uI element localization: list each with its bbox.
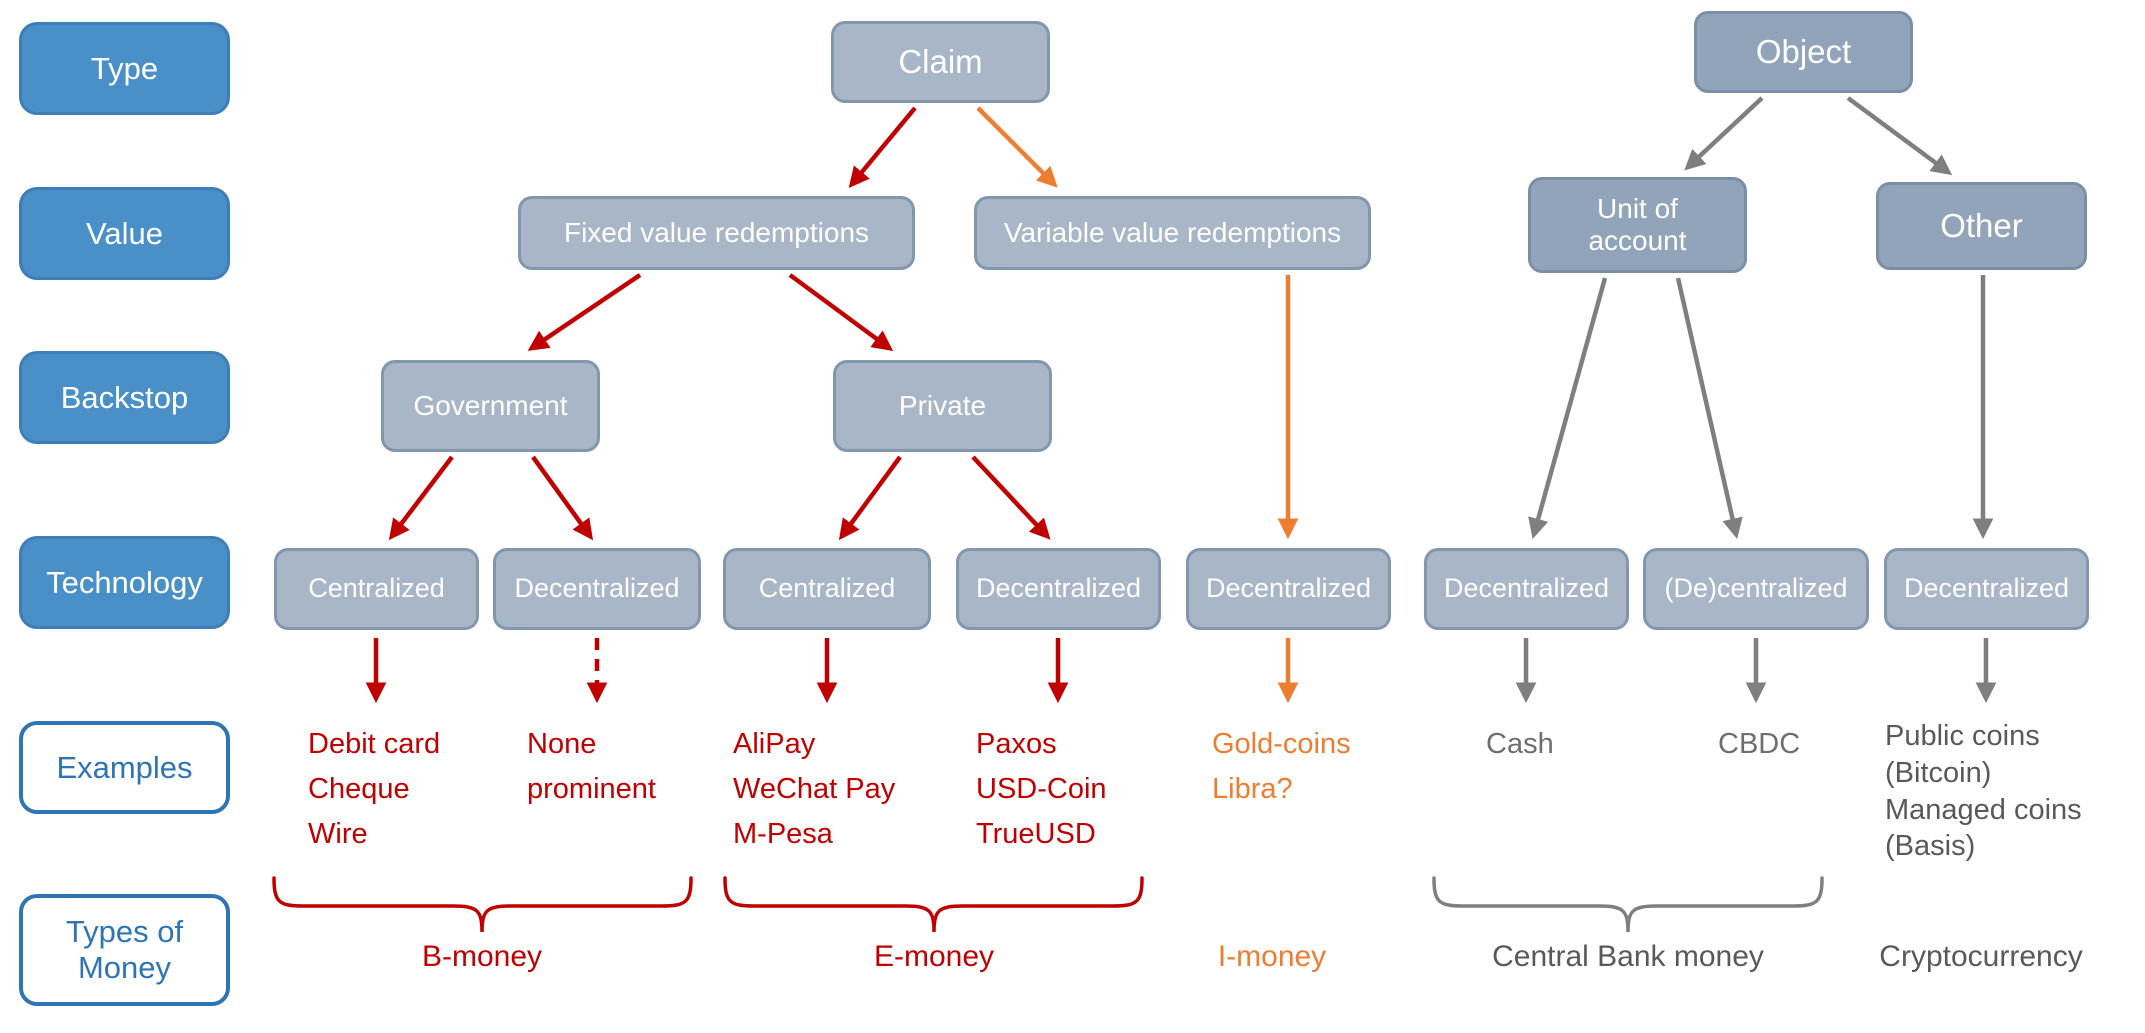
arrow-fixed-to-private	[788, 273, 894, 352]
row-label-types-of-money-text: Types of Money	[65, 914, 184, 985]
arrow-object-to-other	[1846, 96, 1953, 176]
node-private: Private	[833, 360, 1052, 452]
arrow-uoa-to-decentralized	[1528, 277, 1608, 539]
node-variable-value-redemptions: Variable value redemptions	[974, 196, 1371, 270]
brace-central-bank-money	[1432, 876, 1824, 933]
row-label-value-text: Value	[86, 215, 163, 251]
money-type-central-bank-money: Central Bank money	[1492, 940, 1764, 973]
node-tech-priv-centralized: Centralized	[723, 548, 931, 630]
arrow-private-to-decentralized	[971, 455, 1051, 540]
row-label-backstop-text: Backstop	[60, 379, 189, 415]
examples-cash: Cash	[1486, 728, 1554, 760]
row-label-examples-text: Examples	[56, 749, 193, 785]
arrow-uoa-to-de-centralized	[1675, 277, 1743, 540]
examples-public-managed-coins: Public coins (Bitcoin) Managed coins (Ba…	[1885, 720, 2082, 863]
node-tech-other-decentralized-text: Decentralized	[1903, 573, 2070, 604]
node-tech-gov-centralized-text: Centralized	[308, 573, 445, 604]
node-tech-uoa-de-centralized: (De)centralized	[1643, 548, 1869, 630]
node-tech-priv-decentralized-text: Decentralized	[975, 573, 1142, 604]
examples-goldcoins-libra: Gold-coins Libra?	[1212, 728, 1351, 805]
node-other: Other	[1876, 182, 2087, 270]
node-tech-variable-decentralized-text: Decentralized	[1205, 573, 1372, 604]
node-tech-uoa-de-centralized-text: (De)centralized	[1664, 573, 1848, 604]
money-type-e-money: E-money	[873, 940, 995, 973]
node-tech-gov-decentralized: Decentralized	[493, 548, 701, 630]
examples-debit-card-cheque-wire: Debit card Cheque Wire	[308, 728, 441, 850]
arrow-private-to-centralized	[838, 455, 902, 541]
arrow-fixed-to-government	[527, 273, 642, 351]
node-fixed-value-redemptions: Fixed value redemptions	[518, 196, 915, 270]
node-private-text: Private	[898, 389, 987, 421]
node-tech-priv-centralized-text: Centralized	[758, 573, 896, 604]
node-unit-of-account-text: Unit of account	[1588, 192, 1687, 256]
brace-b-money	[272, 876, 693, 933]
examples-paxos-usdcoin-trueusd: Paxos USD-Coin TrueUSD	[976, 728, 1107, 850]
row-label-value: Value	[19, 187, 230, 280]
node-unit-of-account: Unit of account	[1528, 177, 1747, 273]
node-government-text: Government	[413, 389, 568, 421]
node-tech-uoa-decentralized-text: Decentralized	[1443, 573, 1610, 604]
node-other-text: Other	[1940, 207, 2023, 245]
arrow-government-to-centralized	[388, 455, 454, 541]
node-object: Object	[1694, 11, 1913, 93]
money-type-b-money: B-money	[421, 940, 543, 973]
node-tech-variable-decentralized: Decentralized	[1186, 548, 1391, 630]
row-label-type-text: Type	[90, 50, 159, 86]
row-label-examples: Examples	[19, 721, 230, 814]
node-tech-uoa-decentralized: Decentralized	[1424, 548, 1629, 630]
node-claim: Claim	[831, 21, 1050, 103]
row-label-types-of-money: Types of Money	[19, 894, 230, 1006]
arrow-claim-to-fixed	[848, 106, 917, 188]
row-label-technology-text: Technology	[46, 564, 203, 600]
node-object-text: Object	[1755, 33, 1852, 71]
money-type-cryptocurrency: Cryptocurrency	[1879, 940, 2083, 973]
node-claim-text: Claim	[898, 43, 983, 81]
arrow-claim-to-variable	[976, 106, 1058, 188]
examples-cbdc: CBDC	[1718, 728, 1801, 760]
examples-alipay-wechat-mpesa: AliPay WeChat Pay M-Pesa	[733, 728, 896, 850]
node-tech-gov-centralized: Centralized	[274, 548, 479, 630]
arrow-object-to-unit-of-account	[1684, 96, 1764, 171]
node-tech-other-decentralized: Decentralized	[1884, 548, 2089, 630]
node-government: Government	[381, 360, 600, 452]
row-label-technology: Technology	[19, 536, 230, 629]
row-label-type: Type	[19, 22, 230, 115]
row-label-backstop: Backstop	[19, 351, 230, 444]
node-tech-gov-decentralized-text: Decentralized	[514, 573, 680, 604]
examples-none-prominent: None prominent	[527, 728, 656, 805]
node-tech-priv-decentralized: Decentralized	[956, 548, 1161, 630]
money-type-i-money: I-money	[1217, 940, 1327, 973]
node-variable-value-text: Variable value redemptions	[1003, 216, 1342, 248]
node-fixed-value-text: Fixed value redemptions	[563, 216, 870, 248]
arrow-government-to-decentralized	[531, 455, 594, 541]
brace-e-money	[723, 876, 1144, 933]
